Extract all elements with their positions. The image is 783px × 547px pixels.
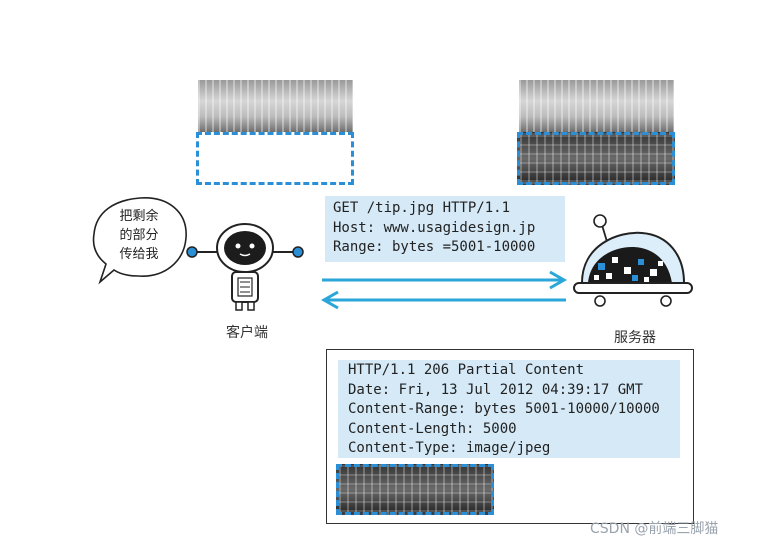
server-robot-icon [573,214,693,307]
bubble-line-3: 传给我 [119,247,159,262]
client-label: 客户端 [226,325,268,341]
server-requested-region [517,132,675,185]
response-header-box [338,360,680,458]
client-missing-region [196,132,354,185]
response-line-4: Content-Length: 5000 [348,420,517,437]
client-robot-icon [186,223,304,311]
speech-bubble-text: 把剩余 的部分 传给我 [104,207,174,264]
response-line-3: Content-Range: bytes 5001-10000/10000 [348,401,660,418]
request-text: GET /tip.jpg HTTP/1.1 Host: www.usagides… [333,199,535,258]
request-box [325,196,565,262]
response-body-image [336,464,494,515]
request-response-arrows [320,270,568,310]
response-text: HTTP/1.1 206 Partial Content Date: Fri, … [348,361,660,459]
response-line-2: Date: Fri, 13 Jul 2012 04:39:17 GMT [348,381,644,398]
server-label: 服务器 [614,330,656,346]
request-line-2: Host: www.usagidesign.jp [333,219,536,236]
response-line-5: Content-Type: image/jpeg [348,440,551,457]
server-image-top [519,80,674,132]
response-line-1: HTTP/1.1 206 Partial Content [348,362,585,378]
bubble-line-1: 把剩余 [119,209,159,224]
bubble-line-2: 的部分 [119,228,159,243]
client-partial-image [198,80,353,132]
request-line-1: GET /tip.jpg HTTP/1.1 [333,200,511,216]
speech-bubble [92,197,187,285]
watermark: CSDN @前端三脚猫 [590,521,719,537]
request-line-3: Range: bytes =5001-10000 [333,239,536,256]
